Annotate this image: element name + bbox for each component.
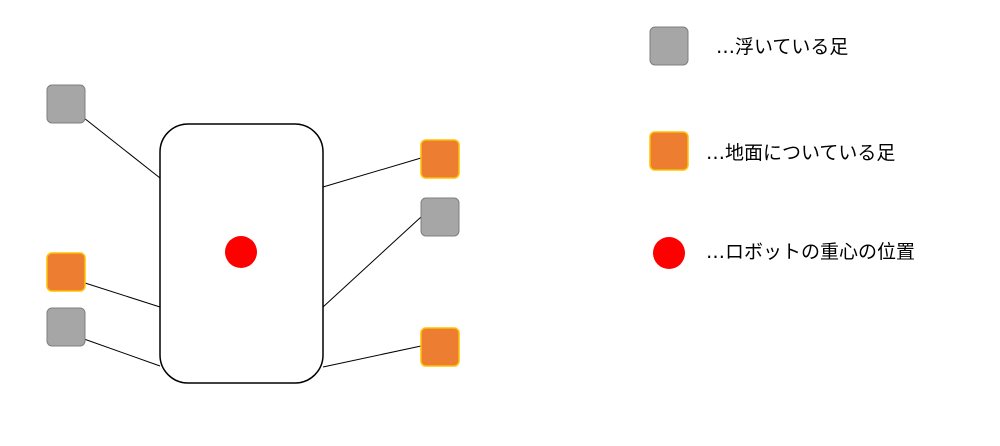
leg-line-right-top xyxy=(322,157,422,188)
leg-line-left-bottom xyxy=(83,338,161,367)
leg-right-top xyxy=(420,139,460,179)
leg-line-left-top xyxy=(83,117,161,179)
legend-floating-label: …浮いている足 xyxy=(716,36,849,58)
leg-right-bottom xyxy=(420,327,460,367)
leg-line-right-bottom xyxy=(322,345,422,368)
legend-center-of-mass-swatch xyxy=(653,237,685,269)
leg-left-bottom xyxy=(46,307,86,347)
center-of-mass-dot xyxy=(225,236,257,268)
leg-line-left-middle xyxy=(84,282,161,308)
leg-left-middle xyxy=(46,252,86,292)
leg-left-top xyxy=(46,84,86,124)
legend-center-of-mass-label: …ロボットの重心の位置 xyxy=(706,241,916,263)
leg-line-right-middle xyxy=(322,216,422,308)
legend-grounded-label: …地面についている足 xyxy=(706,142,896,164)
legend-grounded-swatch xyxy=(649,131,689,171)
leg-right-middle xyxy=(420,197,460,237)
legend-floating-swatch xyxy=(649,26,689,66)
